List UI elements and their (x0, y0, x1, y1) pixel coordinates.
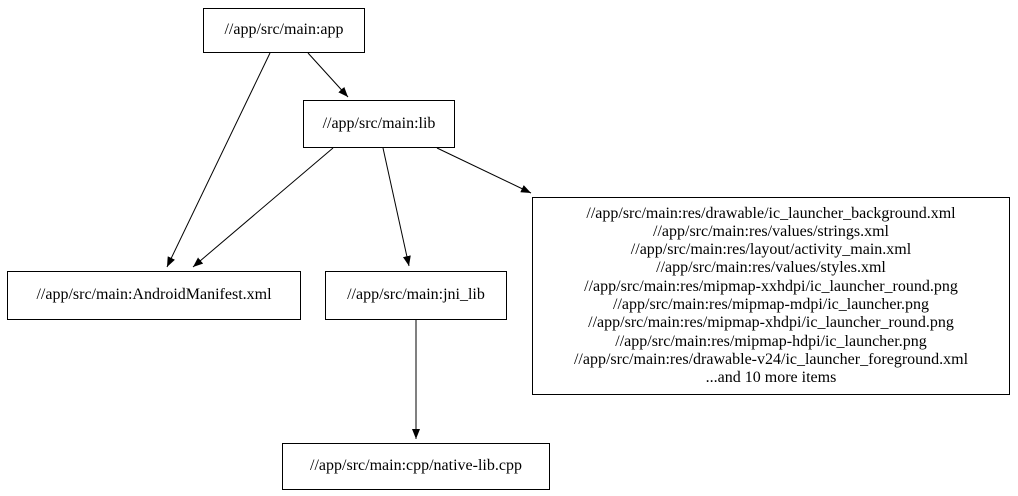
res-file-line: //app/src/main:res/drawable/ic_launcher_… (586, 204, 956, 222)
node-android-manifest: //app/src/main:AndroidManifest.xml (7, 271, 301, 320)
edge-lib-to-manifest (192, 147, 334, 268)
res-group-more-items-label: ...and 10 more items (705, 369, 837, 387)
res-file-line: //app/src/main:res/mipmap-xxhdpi/ic_laun… (584, 277, 958, 295)
res-file-line: //app/src/main:res/values/styles.xml (656, 259, 886, 277)
res-file-line: //app/src/main:res/values/strings.xml (653, 222, 889, 240)
edge-lib-to-jni-lib (382, 147, 411, 267)
res-file-line: //app/src/main:res/mipmap-hdpi/ic_launch… (615, 332, 927, 350)
node-res-file-group: //app/src/main:res/drawable/ic_launcher_… (532, 197, 1010, 395)
node-app-label: //app/src/main:app (224, 21, 344, 39)
res-file-line: //app/src/main:res/drawable-v24/ic_launc… (573, 350, 969, 368)
node-jni-lib-label: //app/src/main:jni_lib (347, 286, 485, 304)
node-jni-lib: //app/src/main:jni_lib (325, 271, 507, 320)
res-file-line: //app/src/main:res/mipmap-mdpi/ic_launch… (613, 296, 929, 313)
res-file-line: //app/src/main:res/mipmap-xhdpi/ic_launc… (588, 314, 954, 332)
edge-lib-to-res-group (436, 147, 532, 194)
node-native-lib-cpp: //app/src/main:cpp/native-lib.cpp (282, 443, 550, 490)
node-lib-label: //app/src/main:lib (322, 114, 436, 132)
res-file-line: //app/src/main:res/layout/activity_main.… (630, 241, 912, 259)
node-app: //app/src/main:app (203, 8, 365, 53)
edge-app-to-lib (307, 52, 349, 98)
node-lib: //app/src/main:lib (303, 100, 455, 148)
node-native-lib-cpp-label: //app/src/main:cpp/native-lib.cpp (310, 457, 522, 475)
edge-app-to-manifest (166, 52, 271, 268)
node-android-manifest-label: //app/src/main:AndroidManifest.xml (36, 286, 272, 304)
